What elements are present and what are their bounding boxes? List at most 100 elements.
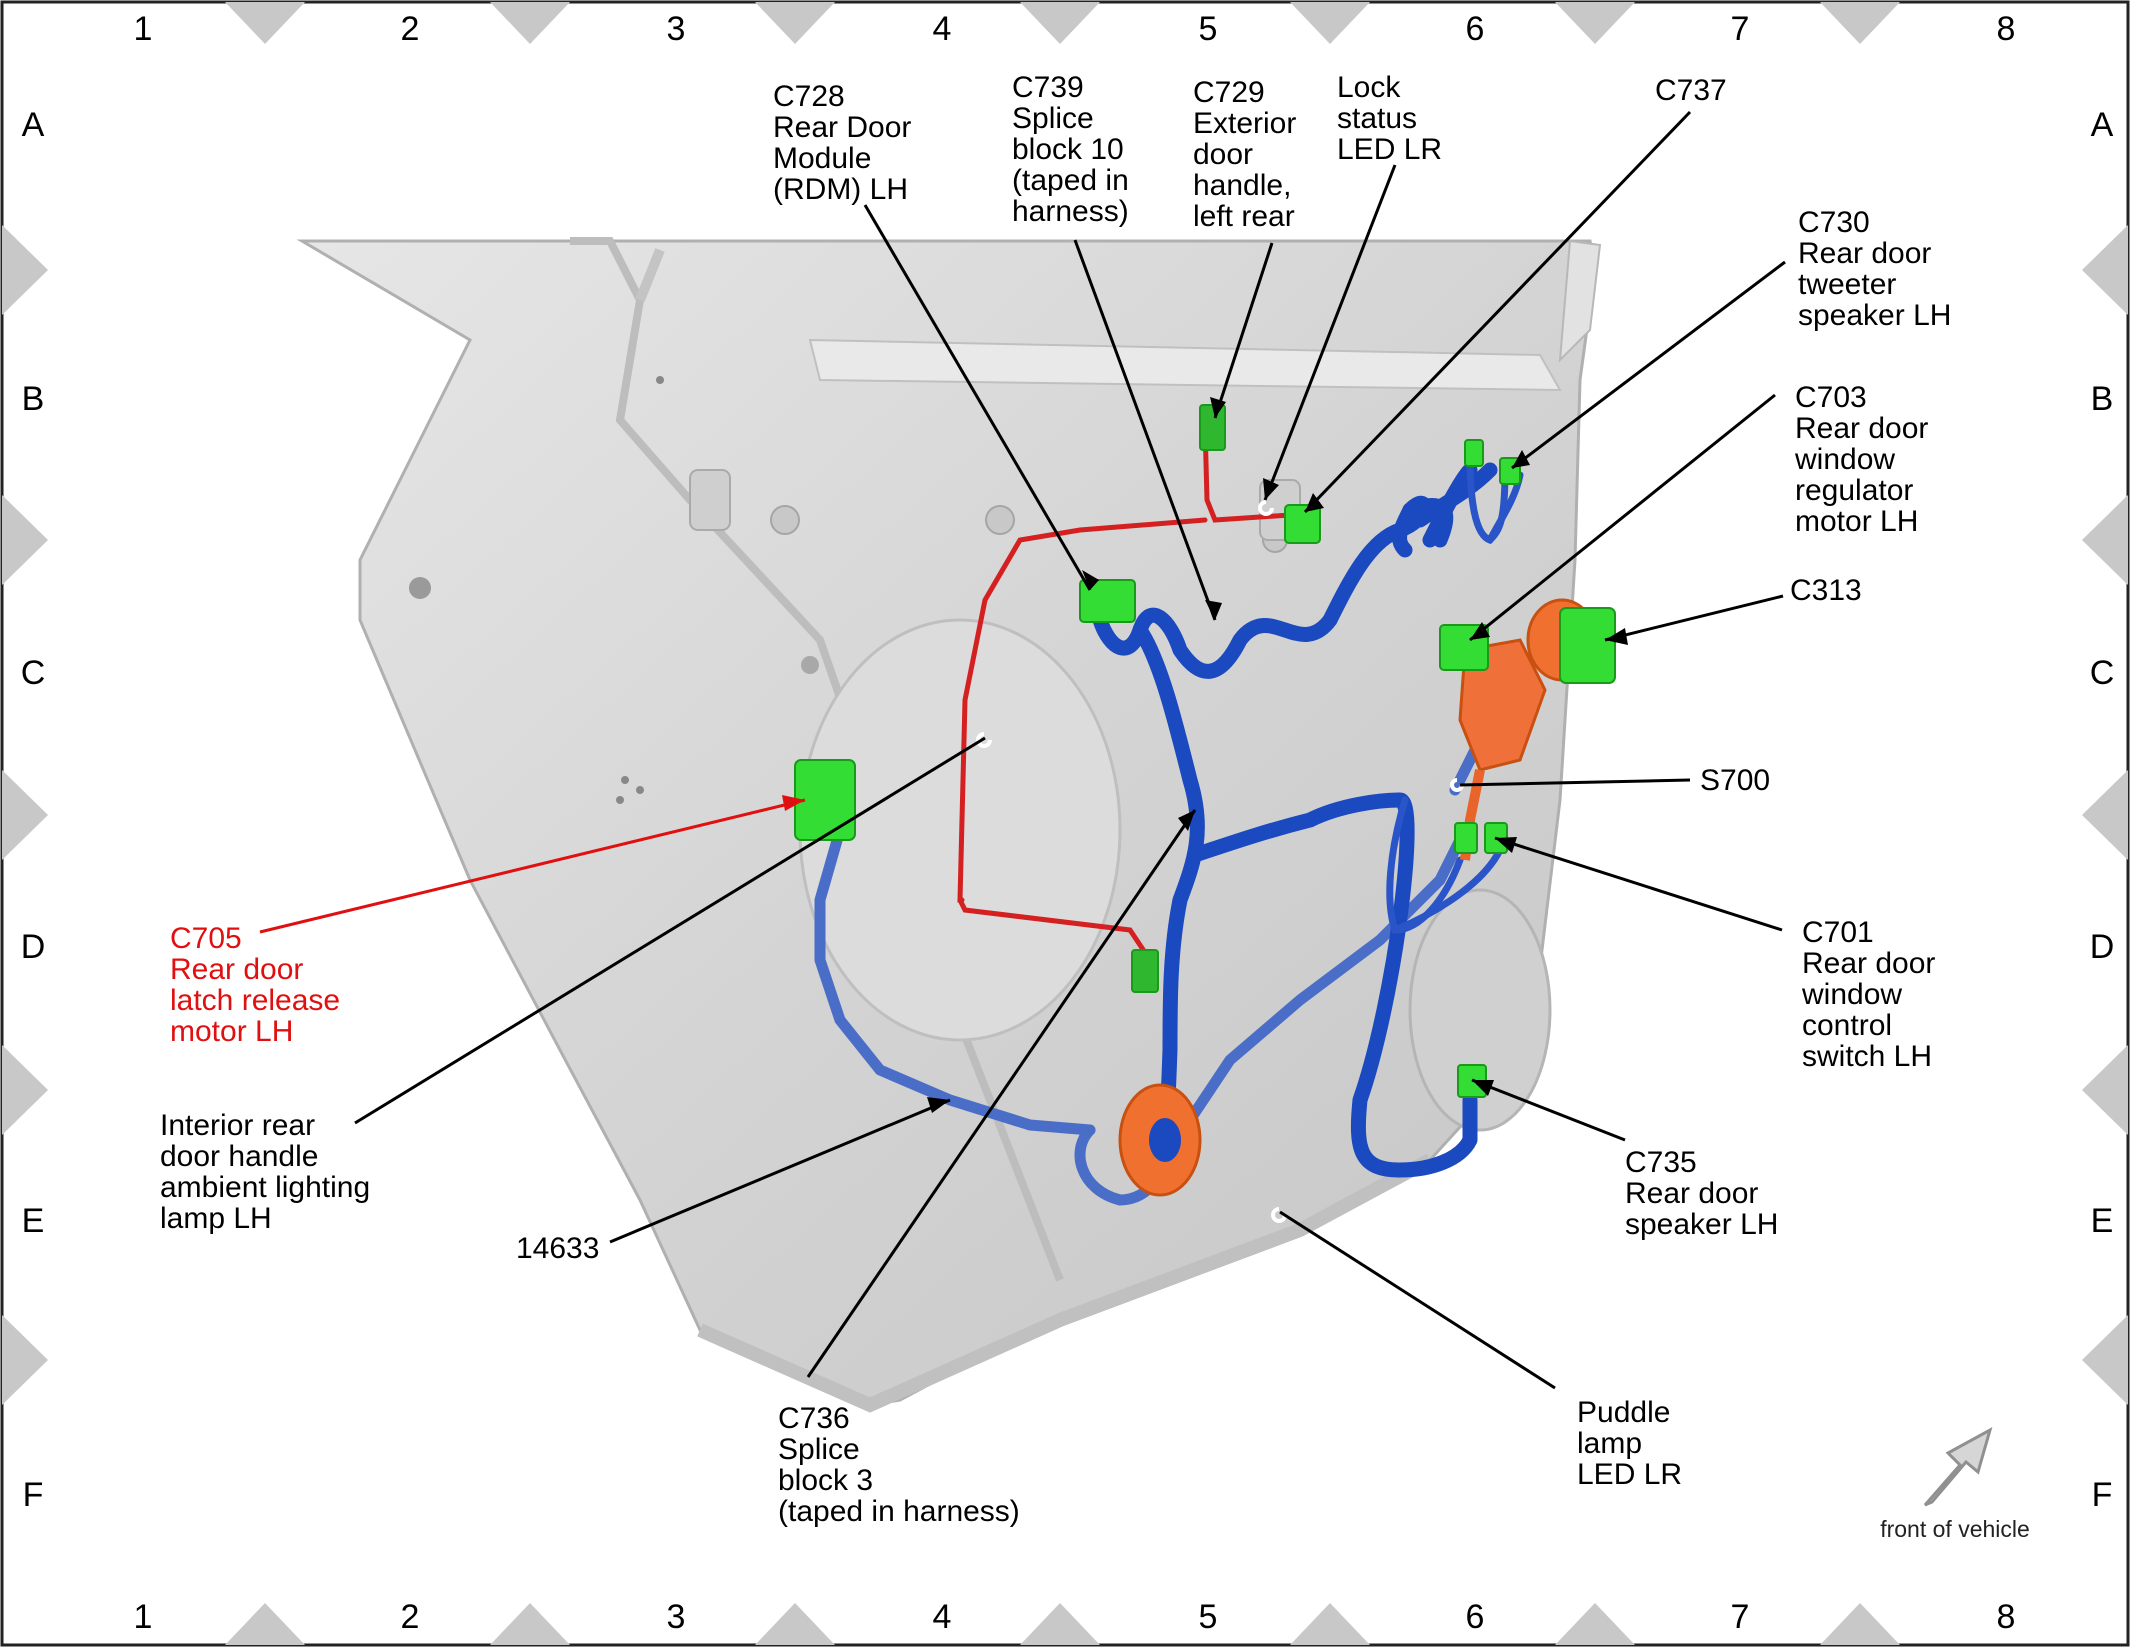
zone-marker-bottom	[1555, 1603, 1635, 1645]
grid-column-bottom: 2	[401, 1598, 420, 1636]
leader-interior	[354, 736, 986, 1125]
leader-c739	[1073, 239, 1217, 621]
grid-column-bottom: 7	[1731, 1598, 1750, 1636]
zone-marker-left	[2, 1045, 48, 1135]
callout-line: motor LH	[1795, 505, 1918, 538]
callout-line: door	[1193, 138, 1253, 171]
leader-14633	[609, 1098, 951, 1244]
direction-arrow-icon	[1923, 1426, 1993, 1507]
grid-column-bottom: 4	[933, 1598, 952, 1636]
callout-line: C705	[170, 922, 242, 955]
grid-column-top: 5	[1199, 10, 1218, 48]
zone-marker-bottom	[755, 1603, 835, 1645]
callout-line: C703	[1795, 381, 1867, 414]
callout-line: Module	[773, 142, 871, 175]
callout-line: handle,	[1193, 169, 1291, 202]
grid-row-left: C	[21, 654, 46, 692]
callout-n14633: 14633	[516, 1232, 599, 1265]
lamp-markers	[976, 500, 1464, 1223]
callout-line: (taped in	[1012, 164, 1129, 197]
callout-line: Lock	[1337, 71, 1401, 104]
callout-line: motor LH	[170, 1015, 293, 1048]
grid-row-left: E	[22, 1202, 45, 1240]
callout-line: block 3	[778, 1464, 873, 1497]
grid-column-top: 8	[1997, 10, 2016, 48]
grid-column-top: 3	[667, 10, 686, 48]
callout-line: LED LR	[1337, 133, 1442, 166]
grid-column-bottom: 3	[667, 1598, 686, 1636]
zone-marker-top	[225, 2, 305, 44]
leader-c313	[1604, 594, 1784, 642]
zone-marker-left	[2, 770, 48, 860]
grid-row-left: D	[21, 928, 46, 966]
zone-marker-bottom	[1820, 1603, 1900, 1645]
callout-line: door handle	[160, 1140, 318, 1173]
zone-marker-right	[2082, 225, 2128, 315]
grid-column-bottom: 5	[1199, 1598, 1218, 1636]
callout-line: C737	[1655, 74, 1727, 107]
callout-line: LED LR	[1577, 1458, 1682, 1491]
zone-marker-left	[2, 225, 48, 315]
leader-c735	[1471, 1078, 1626, 1142]
callout-line: harness)	[1012, 195, 1129, 228]
zone-marker-bottom	[1020, 1603, 1100, 1645]
callout-line: 14633	[516, 1232, 599, 1265]
callout-line: C736	[778, 1402, 850, 1435]
callout-line: C728	[773, 80, 845, 113]
front-of-vehicle-label: front of vehicle	[1880, 1516, 2030, 1542]
front-of-vehicle-indicator: front of vehicle	[1880, 1426, 2030, 1542]
callout-line: Rear door	[1798, 237, 1931, 270]
c701-connector-a	[1454, 822, 1478, 854]
grid-row-right: D	[2090, 928, 2115, 966]
callout-line: lamp LH	[160, 1202, 272, 1235]
zone-marker-left	[2, 495, 48, 585]
callout-c313: C313	[1790, 574, 1862, 607]
grid-column-bottom: 8	[1997, 1598, 2016, 1636]
callout-line: Interior rear	[160, 1109, 315, 1142]
grid-column-top: 7	[1731, 10, 1750, 48]
zone-marker-top	[1555, 2, 1635, 44]
callout-line: C735	[1625, 1146, 1697, 1179]
callout-line: lamp	[1577, 1427, 1642, 1460]
leader-s700	[1459, 778, 1691, 787]
callout-line: speaker LH	[1798, 299, 1951, 332]
grid-row-right: C	[2090, 654, 2115, 692]
zone-marker-left	[2, 1315, 48, 1405]
leader-c736	[806, 809, 1197, 1378]
grid-column-top: 1	[134, 10, 153, 48]
latch-wire-connector	[1131, 949, 1159, 993]
callout-line: ambient lighting	[160, 1171, 370, 1204]
leader-c729	[1213, 242, 1274, 419]
callout-line: Splice	[1012, 102, 1094, 135]
leader-c705	[259, 798, 806, 934]
callout-line: window	[1801, 978, 1902, 1011]
callout-line: left rear	[1193, 200, 1295, 233]
zone-marker-right	[2082, 495, 2128, 585]
arrowheads	[782, 397, 1628, 1113]
zone-marker-top	[1020, 2, 1100, 44]
leader-c701	[1494, 836, 1783, 932]
callout-line: Rear door	[170, 953, 303, 986]
callout-line: Rear Door	[773, 111, 911, 144]
grid-row-right: B	[2091, 380, 2114, 418]
callout-line: Exterior	[1193, 107, 1296, 140]
callout-line: Rear door	[1802, 947, 1935, 980]
zone-marker-top	[490, 2, 570, 44]
c729-connector	[1199, 404, 1226, 451]
zone-marker-bottom	[490, 1603, 570, 1645]
callout-line: regulator	[1795, 474, 1913, 507]
callout-line: Rear door	[1625, 1177, 1758, 1210]
callout-line: (RDM) LH	[773, 173, 908, 206]
